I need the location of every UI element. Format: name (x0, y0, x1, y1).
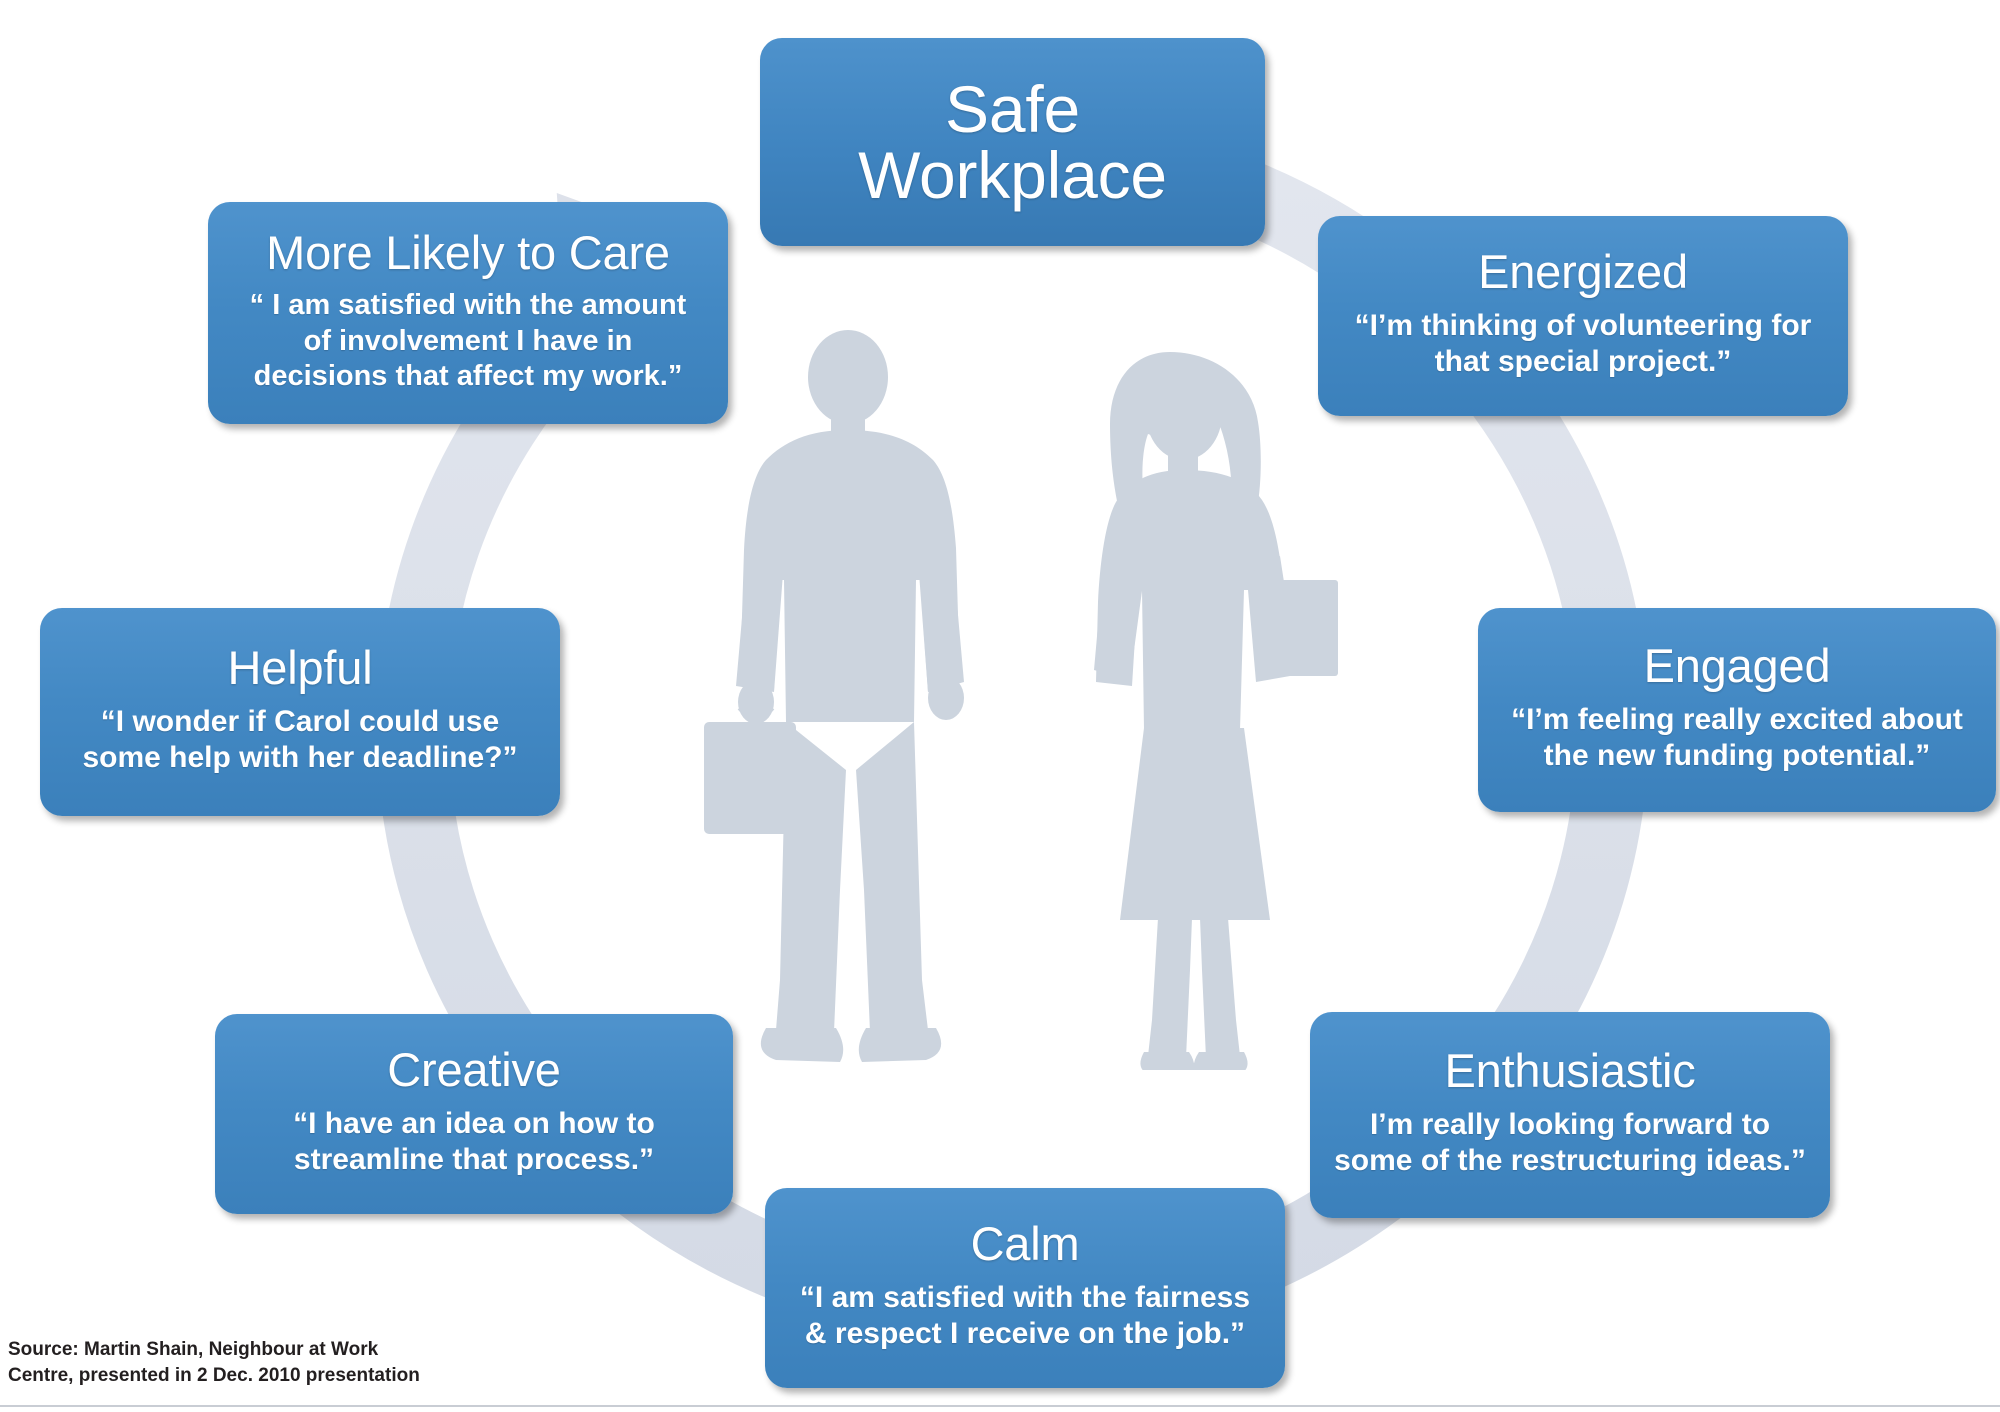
node-title: Helpful (227, 641, 373, 695)
node-quote: “I’m feeling really excited about the ne… (1511, 702, 1963, 773)
node-enthusiastic[interactable]: Enthusiastic I’m really looking forward … (1310, 1012, 1830, 1218)
node-title: Creative (387, 1043, 561, 1097)
node-calm[interactable]: Calm “I am satisfied with the fairness &… (765, 1188, 1285, 1388)
node-title: Engaged (1643, 639, 1831, 693)
central-silhouettes-illustration (704, 330, 1338, 1070)
node-safe-workplace[interactable]: Safe Workplace (760, 38, 1265, 246)
node-quote: “I wonder if Carol could use some help w… (82, 704, 518, 775)
businessman-with-briefcase-silhouette (704, 330, 964, 1062)
node-helpful[interactable]: Helpful “I wonder if Carol could use som… (40, 608, 560, 816)
node-engaged[interactable]: Engaged “I’m feeling really excited abou… (1478, 608, 1996, 812)
node-title: Calm (970, 1217, 1080, 1271)
node-quote: “ I am satisfied with the amount of invo… (249, 289, 687, 393)
node-title: Enthusiastic (1444, 1044, 1696, 1098)
node-quote: I’m really looking forward to some of th… (1334, 1107, 1806, 1178)
node-more-likely-to-care[interactable]: More Likely to Care “ I am satisfied wit… (208, 202, 728, 424)
node-title: Safe Workplace (858, 72, 1167, 212)
node-title: Energized (1478, 245, 1688, 299)
node-creative[interactable]: Creative “I have an idea on how to strea… (215, 1014, 733, 1214)
node-energized[interactable]: Energized “I’m thinking of volunteering … (1318, 216, 1848, 416)
bottom-divider (0, 1405, 2000, 1407)
node-quote: “I’m thinking of volunteering for that s… (1354, 308, 1812, 379)
source-citation: Source: Martin Shain, Neighbour at Work … (8, 1339, 420, 1387)
businesswoman-with-folder-silhouette (1094, 352, 1338, 1070)
node-quote: “I have an idea on how to streamline tha… (293, 1106, 655, 1177)
node-quote: “I am satisfied with the fairness & resp… (799, 1280, 1251, 1351)
node-title: More Likely to Care (266, 225, 670, 279)
